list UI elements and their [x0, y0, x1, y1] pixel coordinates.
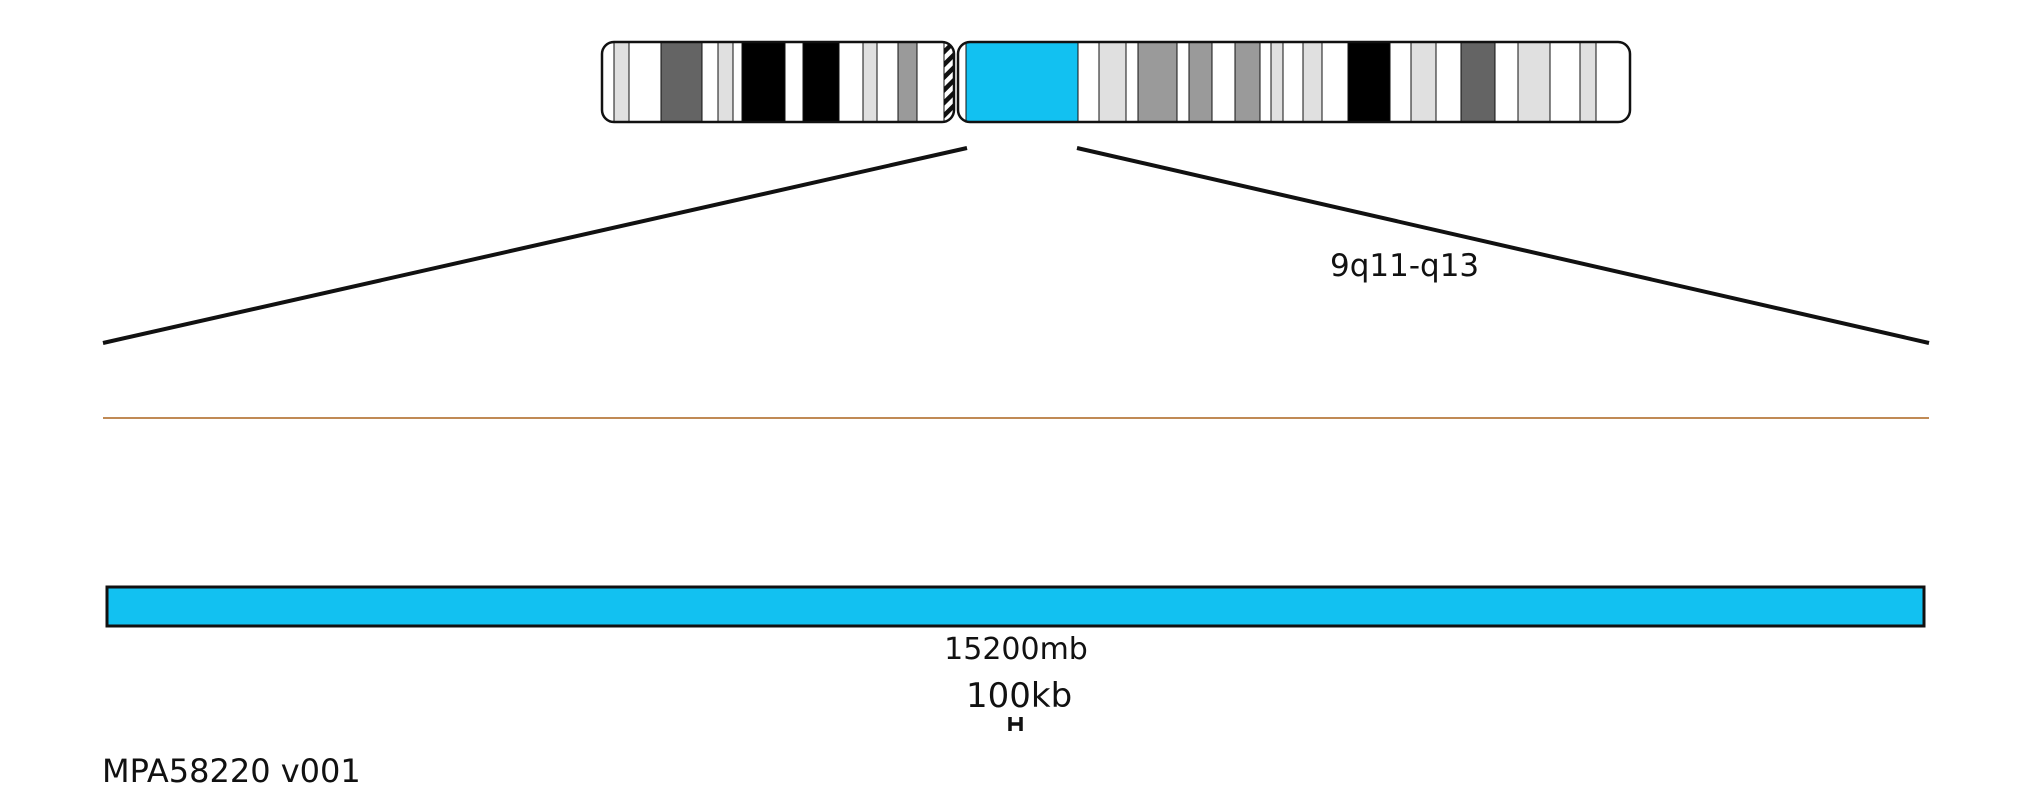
- chromosome-band: [602, 42, 615, 122]
- chromosome-band: [1098, 42, 1127, 122]
- region-label: 9q11-q13: [1330, 248, 1480, 284]
- chromosome-band: [1234, 42, 1261, 122]
- chromosome-band: [660, 42, 703, 122]
- chromosome-band: [1435, 42, 1462, 122]
- chromosome-ideogram: [600, 40, 1632, 124]
- chromosome-band: [916, 42, 945, 122]
- chromosome-band: [628, 42, 662, 122]
- probe-id-label: MPA58220 v001: [102, 752, 361, 790]
- probe-coverage-bar: [105, 585, 1926, 628]
- chromosome-band: [1259, 42, 1272, 122]
- chromosome-band: [1321, 42, 1349, 122]
- probe-size-label: 15200mb: [944, 632, 1088, 667]
- chromosome-band: [1347, 42, 1391, 122]
- chromosome-band: [1176, 42, 1190, 122]
- chromosome-band: [1494, 42, 1519, 122]
- chromosome-band: [741, 42, 786, 122]
- chromosome-band: [1517, 42, 1551, 122]
- chromosome-band: [1595, 42, 1630, 122]
- chromosome-band: [1270, 42, 1284, 122]
- centromere-band: [943, 42, 954, 122]
- highlighted-region-band: [965, 42, 1079, 122]
- chromosome-band: [1302, 42, 1323, 122]
- chromosome-q-arm: [965, 42, 1630, 122]
- zoom-line-right: [1076, 146, 1930, 345]
- chromosome-band: [1188, 42, 1213, 122]
- q-arm-outline: [956, 40, 1632, 124]
- p-arm-outline: [600, 40, 956, 124]
- chromosome-band: [1125, 42, 1139, 122]
- chromosome-p-arm: [602, 42, 954, 122]
- chromosome-band: [802, 42, 840, 122]
- chromosome-band: [701, 42, 719, 122]
- chromosome-band: [862, 42, 878, 122]
- chromosome-band: [613, 42, 630, 122]
- chromosome-band: [1211, 42, 1236, 122]
- chromosome-band: [784, 42, 804, 122]
- chromosome-band: [1137, 42, 1178, 122]
- chromosome-band: [1579, 42, 1597, 122]
- scale-bar: [1008, 717, 1023, 731]
- chromosome-band: [1460, 42, 1496, 122]
- zoom-line-left: [102, 146, 968, 345]
- chromosome-band: [1410, 42, 1437, 122]
- scale-bar-label: 100kb: [966, 676, 1073, 716]
- chromosome-band: [1389, 42, 1412, 122]
- chromosome-band: [876, 42, 899, 122]
- chromosome-band: [1549, 42, 1581, 122]
- chromosome-band: [1077, 42, 1100, 122]
- chromosome-band: [838, 42, 864, 122]
- chromosome-band: [897, 42, 918, 122]
- chromosome-band: [732, 42, 743, 122]
- chromosome-band: [1282, 42, 1304, 122]
- chromosome-band: [717, 42, 734, 122]
